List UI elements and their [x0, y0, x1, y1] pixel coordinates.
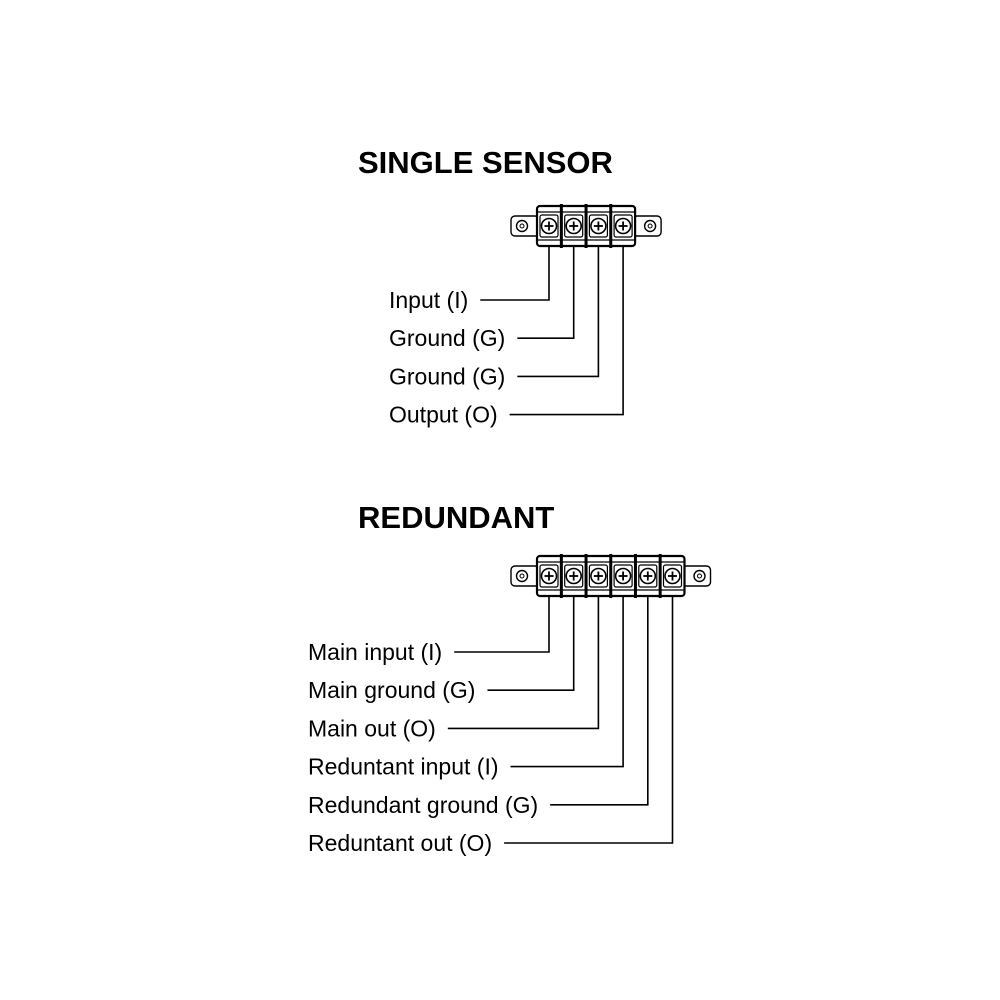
- screw-terminal-icon: [588, 214, 609, 238]
- leader-wire: [510, 596, 624, 768]
- terminal-divider: [584, 204, 588, 248]
- terminal-divider: [559, 204, 563, 248]
- terminal-label: Redundant ground (G): [308, 792, 538, 818]
- mounting-hole-center: [519, 223, 525, 229]
- terminal-label: Main input (I): [308, 639, 442, 665]
- terminal-label: Main out (O): [308, 715, 436, 741]
- terminal-label: Ground (G): [389, 363, 505, 389]
- terminal-block: [510, 554, 712, 598]
- leader-wire: [487, 596, 575, 692]
- screw-terminal-icon: [638, 564, 658, 588]
- leader-wire: [517, 246, 575, 340]
- mounting-hole-center: [697, 573, 702, 579]
- mounting-hole-center: [519, 573, 525, 579]
- section-title: REDUNDANT: [358, 500, 554, 535]
- leader-wire: [509, 246, 624, 416]
- terminal-divider: [559, 554, 563, 598]
- screw-terminal-icon: [564, 214, 584, 238]
- mounting-hole-center: [647, 223, 653, 229]
- leader-wire: [454, 596, 550, 653]
- terminal-label: Output (O): [389, 402, 498, 428]
- screw-terminal-icon: [613, 564, 633, 588]
- terminal-label: Ground (G): [389, 325, 505, 351]
- screw-terminal-icon: [588, 564, 609, 588]
- screw-terminal-icon: [662, 564, 683, 588]
- terminal-label: Input (I): [389, 287, 468, 313]
- terminal-divider: [609, 554, 613, 598]
- screw-terminal-icon: [539, 214, 559, 238]
- screw-terminal-icon: [539, 564, 559, 588]
- section-1: REDUNDANT Main input (I) Main ground (G) Ma…: [308, 500, 712, 856]
- terminal-label: Reduntant input (I): [308, 754, 499, 780]
- screw-terminal-icon: [613, 214, 633, 238]
- leader-wire: [480, 246, 550, 301]
- terminal-divider: [658, 554, 662, 598]
- terminal-block: [510, 204, 662, 248]
- terminal-divider: [584, 554, 588, 598]
- screw-terminal-icon: [564, 564, 584, 588]
- leader-wire: [504, 596, 674, 844]
- terminal-divider: [609, 204, 613, 248]
- section-title: SINGLE SENSOR: [358, 145, 613, 180]
- leader-wire: [550, 596, 649, 806]
- terminal-label: Main ground (G): [308, 677, 475, 703]
- leader-wire: [447, 596, 600, 730]
- terminal-label: Reduntant out (O): [308, 830, 492, 856]
- terminal-divider: [633, 554, 637, 598]
- leader-wire: [517, 246, 600, 378]
- section-0: SINGLE SENSOR Input (I) Ground (G) Ground (…: [358, 145, 662, 428]
